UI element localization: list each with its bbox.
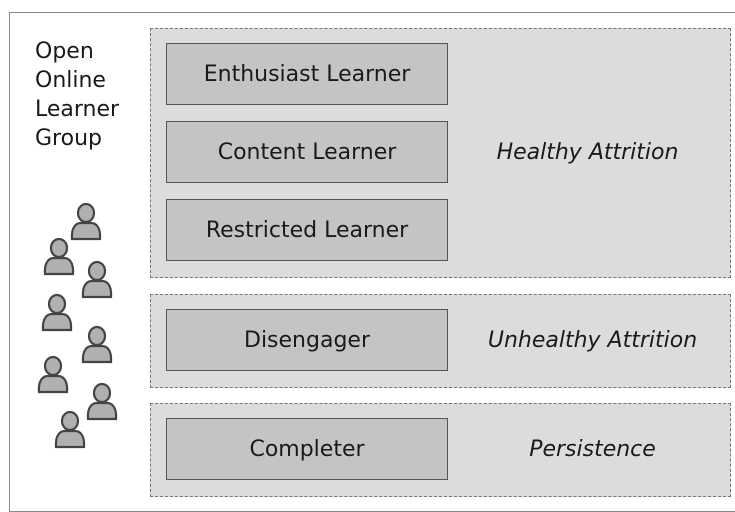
learner-box-completer: Completer [166, 418, 448, 480]
person-icon [43, 237, 75, 276]
attrition-label-unhealthy: Unhealthy Attrition [487, 327, 698, 353]
person-icon [81, 260, 113, 299]
person-icon [54, 410, 86, 449]
person-icon [70, 202, 102, 241]
group-label-line-3: Learner [35, 97, 120, 122]
person-icon [41, 293, 73, 332]
group-label-line-4: Group [35, 126, 102, 151]
person-icon [37, 355, 69, 394]
person-icon [81, 325, 113, 364]
learner-box-enthusiast: Enthusiast Learner [166, 43, 448, 105]
learner-box-restricted: Restricted Learner [166, 199, 448, 261]
learner-box-disengager: Disengager [166, 309, 448, 371]
attrition-label-persistence: Persistence [529, 436, 656, 462]
learner-box-content: Content Learner [166, 121, 448, 183]
group-label-line-1: Open [35, 39, 94, 64]
group-label: Open Online Learner Group [35, 37, 119, 153]
person-icon [86, 382, 118, 421]
learner-group-icons [37, 202, 118, 449]
group-label-line-2: Online [35, 68, 106, 93]
attrition-label-healthy: Healthy Attrition [496, 139, 679, 165]
